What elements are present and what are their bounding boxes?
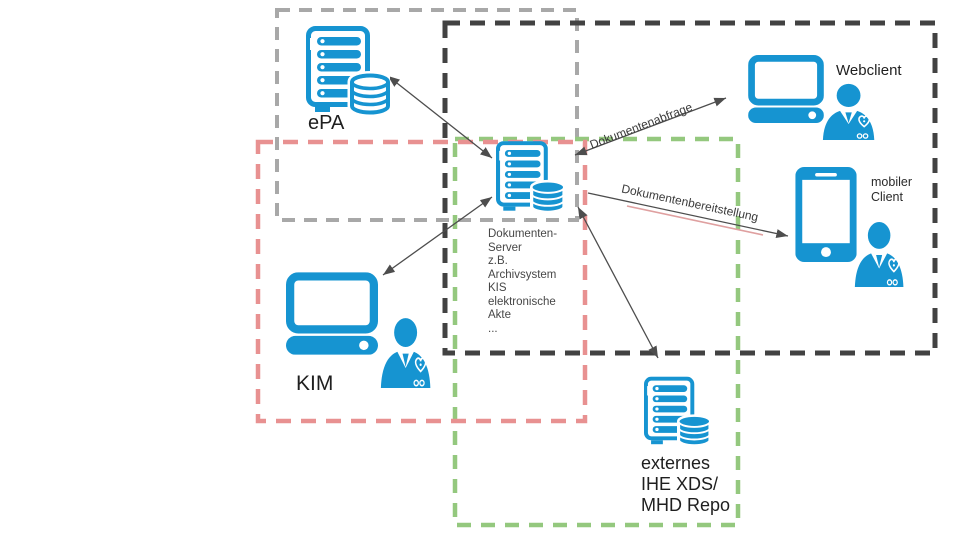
- dokumentenabfrage-edge-label: Dokumentenabfrage: [587, 99, 695, 152]
- mobile-tablet-icon: [795, 167, 857, 262]
- mobiler-client-label: mobiler Client: [871, 175, 912, 204]
- externes-repo-label: externes IHE XDS/ MHD Repo: [641, 453, 731, 515]
- externes-repo-server-icon: [644, 376, 710, 448]
- arrow-repo-server: [577, 206, 659, 359]
- kim-computer-icon: [286, 272, 378, 355]
- epa-server-icon: [306, 26, 390, 116]
- arrow-epa-server: [387, 75, 493, 159]
- mobile-doctor-icon: [854, 221, 906, 287]
- dokumenten-server-icon: [496, 141, 564, 214]
- arrow-kim-server: [382, 196, 493, 276]
- dokumentenbereitstellung-edge-label: Dokumentenbereitstellung: [620, 181, 760, 225]
- kim-doctor-icon: [380, 317, 433, 388]
- dokumenten-server-label: Dokumenten- Server z.B. Archivsystem KIS…: [488, 228, 558, 335]
- kim-label: KIM: [296, 372, 334, 395]
- webclient-label: Webclient: [836, 62, 902, 79]
- webclient-computer-icon: [748, 55, 824, 123]
- epa-label: ePA: [308, 112, 345, 134]
- webclient-doctor-icon: [822, 83, 877, 140]
